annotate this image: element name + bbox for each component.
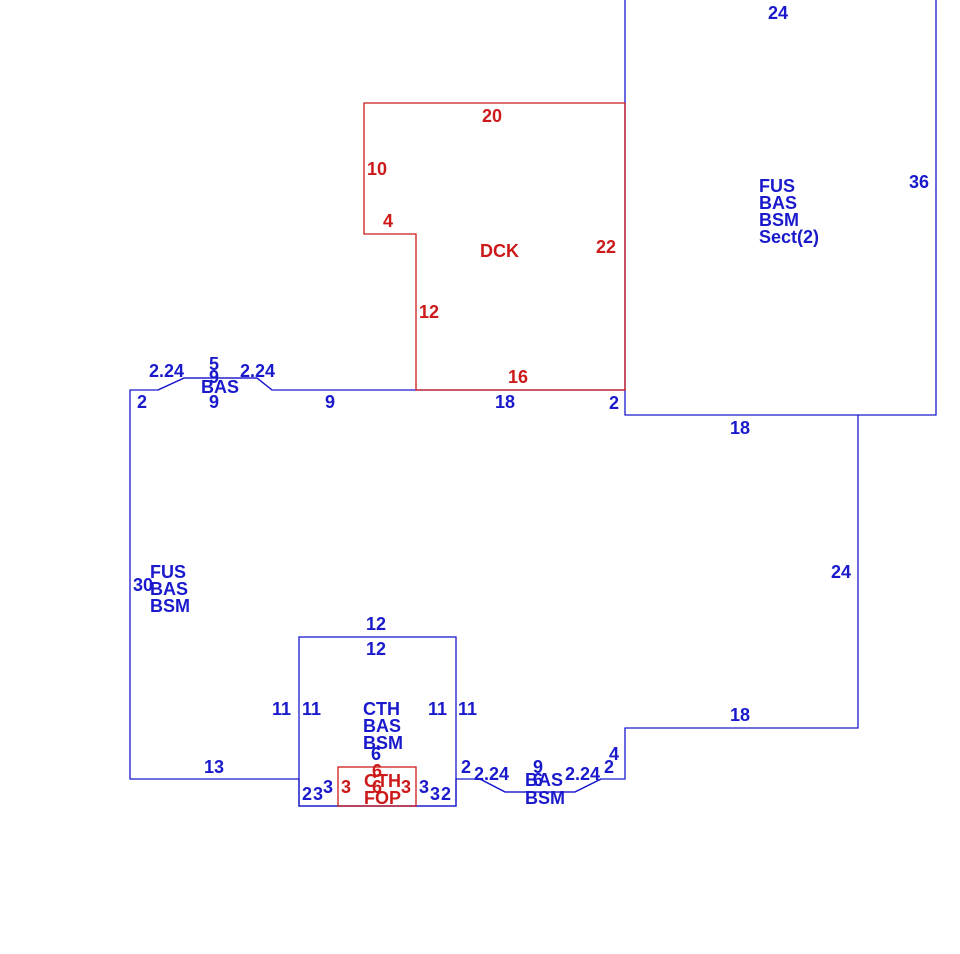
dim-box-bottom-left1: 2	[302, 784, 312, 804]
dim-main-bottom-left: 13	[204, 757, 224, 777]
main-code-2: BAS	[150, 579, 188, 599]
dim-box-bottom-left2: 3	[313, 784, 323, 804]
dim-box-bottom-mid: 6	[371, 744, 381, 764]
dim-deck-top: 20	[482, 106, 502, 126]
deck-code: DCK	[480, 241, 519, 261]
center-box-code-3: BSM	[363, 733, 403, 753]
dim-bay-top-right: 2.24	[240, 361, 275, 381]
dim-ur-right: 36	[909, 172, 929, 192]
area-labels: FUS BAS BSM Sect(2) FUS BAS BSM DCK BAS …	[150, 176, 819, 808]
dim-main-top-right: 18	[495, 392, 515, 412]
main-section-outline	[129, 377, 859, 807]
upper-right-code-2: BAS	[759, 193, 797, 213]
dim-main-left: 30	[133, 575, 153, 595]
dim-bay-bot-right-small: 2	[604, 757, 614, 777]
dim-main-top-mid: 9	[325, 392, 335, 412]
upper-right-code-3: BSM	[759, 210, 799, 230]
bottom-bay-code-1: BAS	[525, 770, 563, 790]
dim-main-top-left: 2	[137, 392, 147, 412]
deck-outline	[363, 102, 626, 391]
dim-bay-bot-right: 2.24	[565, 764, 600, 784]
dim-bay-top-bottom: 9	[209, 392, 219, 412]
dim-bay-bot-mid2: 6	[533, 770, 543, 790]
building-outlines	[129, 0, 937, 807]
dim-deck-left: 10	[367, 159, 387, 179]
bottom-bay-outline	[479, 778, 602, 793]
dim-box-bottom-left3: 3	[323, 777, 333, 797]
dim-bay-top-mid: 5	[209, 354, 219, 374]
dim-ur-top: 24	[768, 3, 788, 23]
dim-box-top-out: 12	[366, 614, 386, 634]
porch-outline	[337, 766, 417, 807]
deck-and-porch-outlines	[337, 102, 626, 807]
dim-bay-bot-mid: 9	[533, 757, 543, 777]
dim-bay-bot-left-small: 2	[461, 757, 471, 777]
porch-code-2: FOP	[364, 788, 401, 808]
dim-bay-bot-left: 2.24	[474, 764, 509, 784]
center-box-code-2: BAS	[363, 716, 401, 736]
dim-box-bottom-right1: 3	[419, 777, 429, 797]
dimension-labels: 24 36 18 2 20 10 4 12 22 16 2 9 18 2.24 …	[133, 3, 929, 804]
top-bay-outline	[157, 377, 273, 391]
dim-main-step: 4	[609, 744, 619, 764]
dim-box-bottom-right2: 3	[430, 784, 440, 804]
dim-porch-left: 3	[341, 777, 351, 797]
main-code-1: FUS	[150, 562, 186, 582]
dim-porch-mid-a: 6	[372, 761, 382, 781]
upper-right-code-1: FUS	[759, 176, 795, 196]
dim-box-right-out: 11	[458, 699, 477, 719]
porch-code-1: CTH	[364, 771, 401, 791]
main-code-3: BSM	[150, 596, 190, 616]
bottom-bay-code-2: BSM	[525, 788, 565, 808]
center-box-code-1: CTH	[363, 699, 400, 719]
dim-box-bottom-right3: 2	[441, 784, 451, 804]
dim-box-left-out: 11	[272, 699, 291, 719]
dim-porch-right: 3	[401, 777, 411, 797]
dim-porch-mid-b: 6	[372, 777, 382, 797]
dim-deck-step: 4	[383, 211, 393, 231]
dim-deck-right: 22	[596, 237, 616, 257]
top-bay-code: BAS	[201, 377, 239, 397]
dim-box-left-in: 11	[302, 699, 321, 719]
dim-box-right-in: 11	[428, 699, 447, 719]
dim-main-bottom-right: 18	[730, 705, 750, 725]
dim-deck-inner: 12	[419, 302, 439, 322]
dim-box-top-in: 12	[366, 639, 386, 659]
dim-ur-left-small: 2	[609, 393, 619, 413]
upper-right-code-4: Sect(2)	[759, 227, 819, 247]
dim-bay-top-left: 2.24	[149, 361, 184, 381]
dim-ur-bottom: 18	[730, 418, 750, 438]
dim-main-right: 24	[831, 562, 851, 582]
dim-bay-top-mid2: 9	[209, 367, 219, 387]
dim-deck-bottom: 16	[508, 367, 528, 387]
